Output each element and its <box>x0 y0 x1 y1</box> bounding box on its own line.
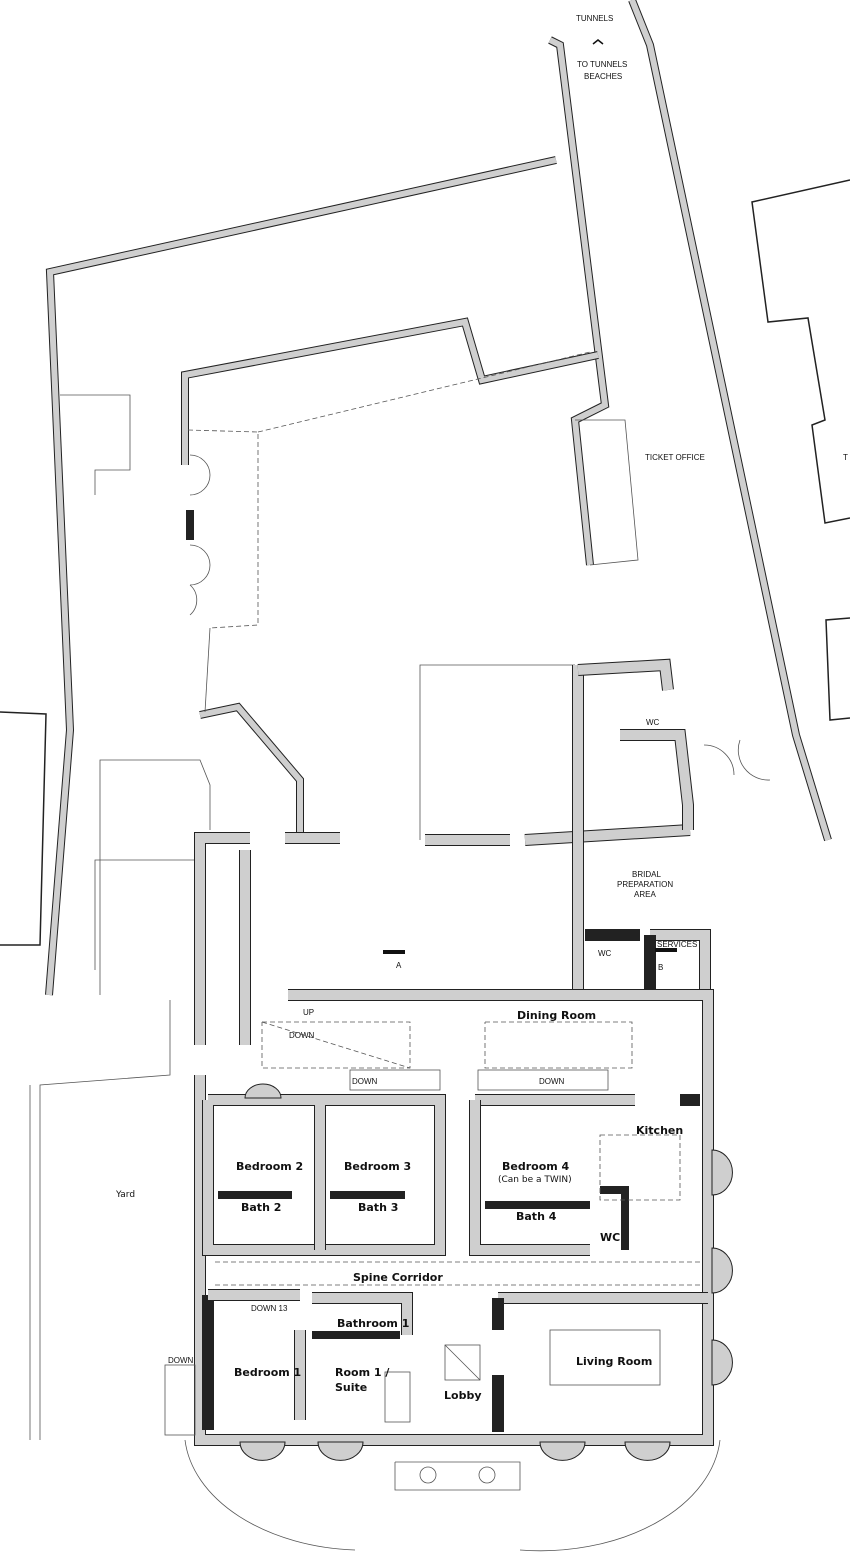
arrow-up-icon <box>592 39 604 45</box>
label-spine-corridor: Spine Corridor <box>353 1271 443 1284</box>
label-wc-top: WC <box>646 718 660 727</box>
label-kitchen: Kitchen <box>636 1124 683 1137</box>
label-down-yard: DOWN <box>168 1356 194 1365</box>
labels: TUNNELS TO TUNNELS BEACHES TICKET OFFICE… <box>115 14 848 1402</box>
label-up: UP <box>303 1008 314 1017</box>
label-t: T <box>843 453 848 462</box>
label-beaches: BEACHES <box>584 72 622 81</box>
label-down-1: DOWN <box>289 1031 315 1040</box>
label-services: SERVICES <box>657 940 697 949</box>
label-bedroom-1: Bedroom 1 <box>234 1366 301 1379</box>
label-down-13: DOWN 13 <box>251 1304 288 1313</box>
label-area: AREA <box>634 890 656 899</box>
label-yard: Yard <box>115 1190 135 1200</box>
label-wc-bridal: WC <box>598 949 612 958</box>
label-bedroom-2: Bedroom 2 <box>236 1160 303 1173</box>
label-bath-3: Bath 3 <box>358 1201 398 1214</box>
label-down-3: DOWN <box>539 1077 565 1086</box>
neighbour-buildings <box>0 179 850 946</box>
label-tunnels: TUNNELS <box>576 14 613 23</box>
label-ticket-office: TICKET OFFICE <box>645 453 705 462</box>
label-down-2: DOWN <box>352 1077 378 1086</box>
label-bath-2: Bath 2 <box>241 1201 281 1214</box>
label-bedroom-4: Bedroom 4 <box>502 1160 570 1173</box>
middle-block-walls <box>194 658 711 1045</box>
bay-windows <box>29 1000 733 1552</box>
main-house-walls <box>164 989 714 1446</box>
label-bedroom-3: Bedroom 3 <box>344 1160 411 1173</box>
label-suite: Suite <box>335 1381 367 1394</box>
label-bathroom-1: Bathroom 1 <box>337 1317 409 1330</box>
label-living-room: Living Room <box>576 1355 652 1368</box>
label-b: B <box>658 963 663 972</box>
site-walls <box>45 0 832 996</box>
label-to-tunnels: TO TUNNELS <box>577 60 627 69</box>
label-wc-kitchen: WC <box>600 1231 620 1244</box>
label-room-1-suite: Room 1 / <box>335 1366 390 1379</box>
label-bath-4: Bath 4 <box>516 1210 557 1223</box>
label-preparation: PREPARATION <box>617 880 673 889</box>
label-lobby: Lobby <box>444 1389 482 1402</box>
label-dining-room: Dining Room <box>517 1009 596 1022</box>
label-twin-note: (Can be a TWIN) <box>498 1175 572 1185</box>
label-a: A <box>396 961 402 970</box>
label-bridal: BRIDAL <box>632 870 661 879</box>
